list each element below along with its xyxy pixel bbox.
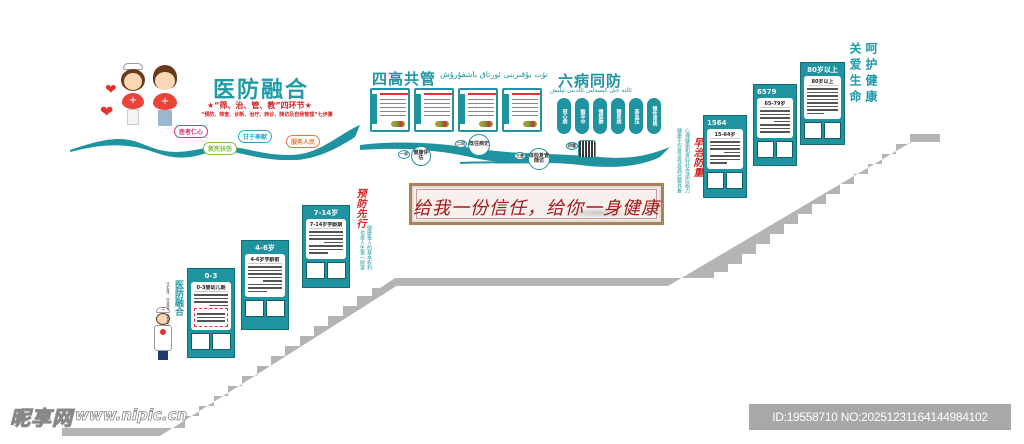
disease-capsule: 脑卒中 (575, 98, 589, 134)
step-circle: 三查 (514, 152, 526, 160)
six-disease-title: 六病同防 (558, 72, 623, 90)
prevention-first-col1: 健康每人的基本权利 (366, 225, 372, 270)
slogan-frame: 给我一份信任，给你一身健康 (409, 183, 664, 225)
qr-code-icon (578, 140, 596, 158)
integration-vertical-subtitle: 守护健康 防治结合 服务群众 (166, 282, 170, 326)
six-disease-uyghur: ئالتە خىل كېسەلنى ئالدىنى ئېلىش (550, 87, 632, 94)
integration-subtitle: ★“筛、治、管、教”四环节★ (207, 101, 312, 110)
wave-decoration (70, 125, 360, 160)
nurse-cartoon-icon: + (118, 63, 148, 127)
slogan-text: 给我一份信任，给你一身健康 (413, 198, 660, 219)
disease-capsule: 糖尿病 (611, 98, 625, 134)
step-circle: 一诊 (398, 150, 410, 159)
integration-steps: “预防、筛查、诊断、治疗、转诊、随访及自我管理”七步骤 (201, 112, 333, 118)
age-panel-4-6: 4-6岁 4-6岁学龄前期 (241, 240, 289, 330)
step-circle: 健康评估 (411, 146, 431, 166)
step-circle: 体检复查随访 (528, 148, 550, 170)
four-high-uyghur: تۆت يۇقىرىنى ئورتاق باشقۇرۇش (440, 70, 548, 79)
info-sheet (414, 88, 454, 132)
pill-compassion: 医者仁心 (174, 125, 209, 138)
integration-title: 医防融合 (213, 78, 310, 103)
step-circle: 四管 (566, 142, 578, 150)
integration-section: ❤ ❤ + + 医防融合 ★“筛、治、管、教”四环节★ “预防、筛查、诊断、治疗… (70, 55, 360, 170)
doctor-figure-icon: + (152, 307, 174, 362)
prevention-first-title: 预防先行 (354, 188, 365, 228)
watermark-url: www.nipic.cn (75, 406, 188, 425)
early-treatment-col2: 健康不仅是没有疾病还要具备 (676, 128, 682, 193)
prevention-first-col2: 也是人生第一财富 (359, 230, 365, 270)
watermark-id: ID:19558710 NO:20251231164144984102 (749, 404, 1011, 430)
age-panel-15-64: 1564 15-64岁 (703, 115, 747, 198)
care-slogan-col1: 呵护健康 (864, 42, 878, 106)
early-treatment-title: 早治防重 (691, 137, 702, 177)
four-high-section: 四高共管 تۆت يۇقىرىنى ئورتاق باشقۇرۇش 一诊 健康评… (360, 60, 670, 180)
four-high-title: 四高共管 (372, 70, 437, 88)
doctor-cartoon-icon: + (150, 65, 180, 129)
disease-capsule: 高血压 (629, 98, 643, 134)
early-treatment-col1: 心理健康和良好社会适应能力 (684, 128, 690, 193)
pill-serve-people: 服务人民 (286, 135, 321, 148)
step-circle: 既往病史 (468, 134, 490, 156)
info-sheet (370, 88, 410, 132)
integration-vertical-title: 医防融合 (173, 280, 183, 316)
age-panel-65-79: 6579 65-79岁 (753, 84, 797, 166)
age-panel-0-3: 0-3 0-3婴幼儿期 (187, 268, 235, 358)
pill-dedication: 甘于奉献 (238, 130, 273, 143)
care-slogan-col2: 关爱生命 (848, 42, 862, 106)
age-panel-80-plus: 80岁以上 80岁以上 (800, 62, 845, 145)
info-sheet (502, 88, 542, 132)
info-sheet (458, 88, 498, 132)
heart-icon: ❤ (105, 82, 117, 98)
heart-icon: ❤ (100, 102, 114, 121)
disease-capsule: 慢性肾病 (647, 98, 661, 134)
disease-capsule: 冠心病 (557, 98, 571, 134)
six-disease-section: 六病同防 ئالتە خىل كېسەلنى ئالدىنى ئېلىش 冠心病… (540, 60, 670, 160)
disease-capsule: 慢阻肺 (593, 98, 607, 134)
step-circle: 二问 (455, 140, 467, 148)
pill-rescue: 救死扶伤 (203, 142, 238, 155)
age-panel-7-14: 7-14岁 7-14岁学龄期 (302, 205, 350, 288)
watermark-logo: 昵享网 (10, 406, 73, 431)
